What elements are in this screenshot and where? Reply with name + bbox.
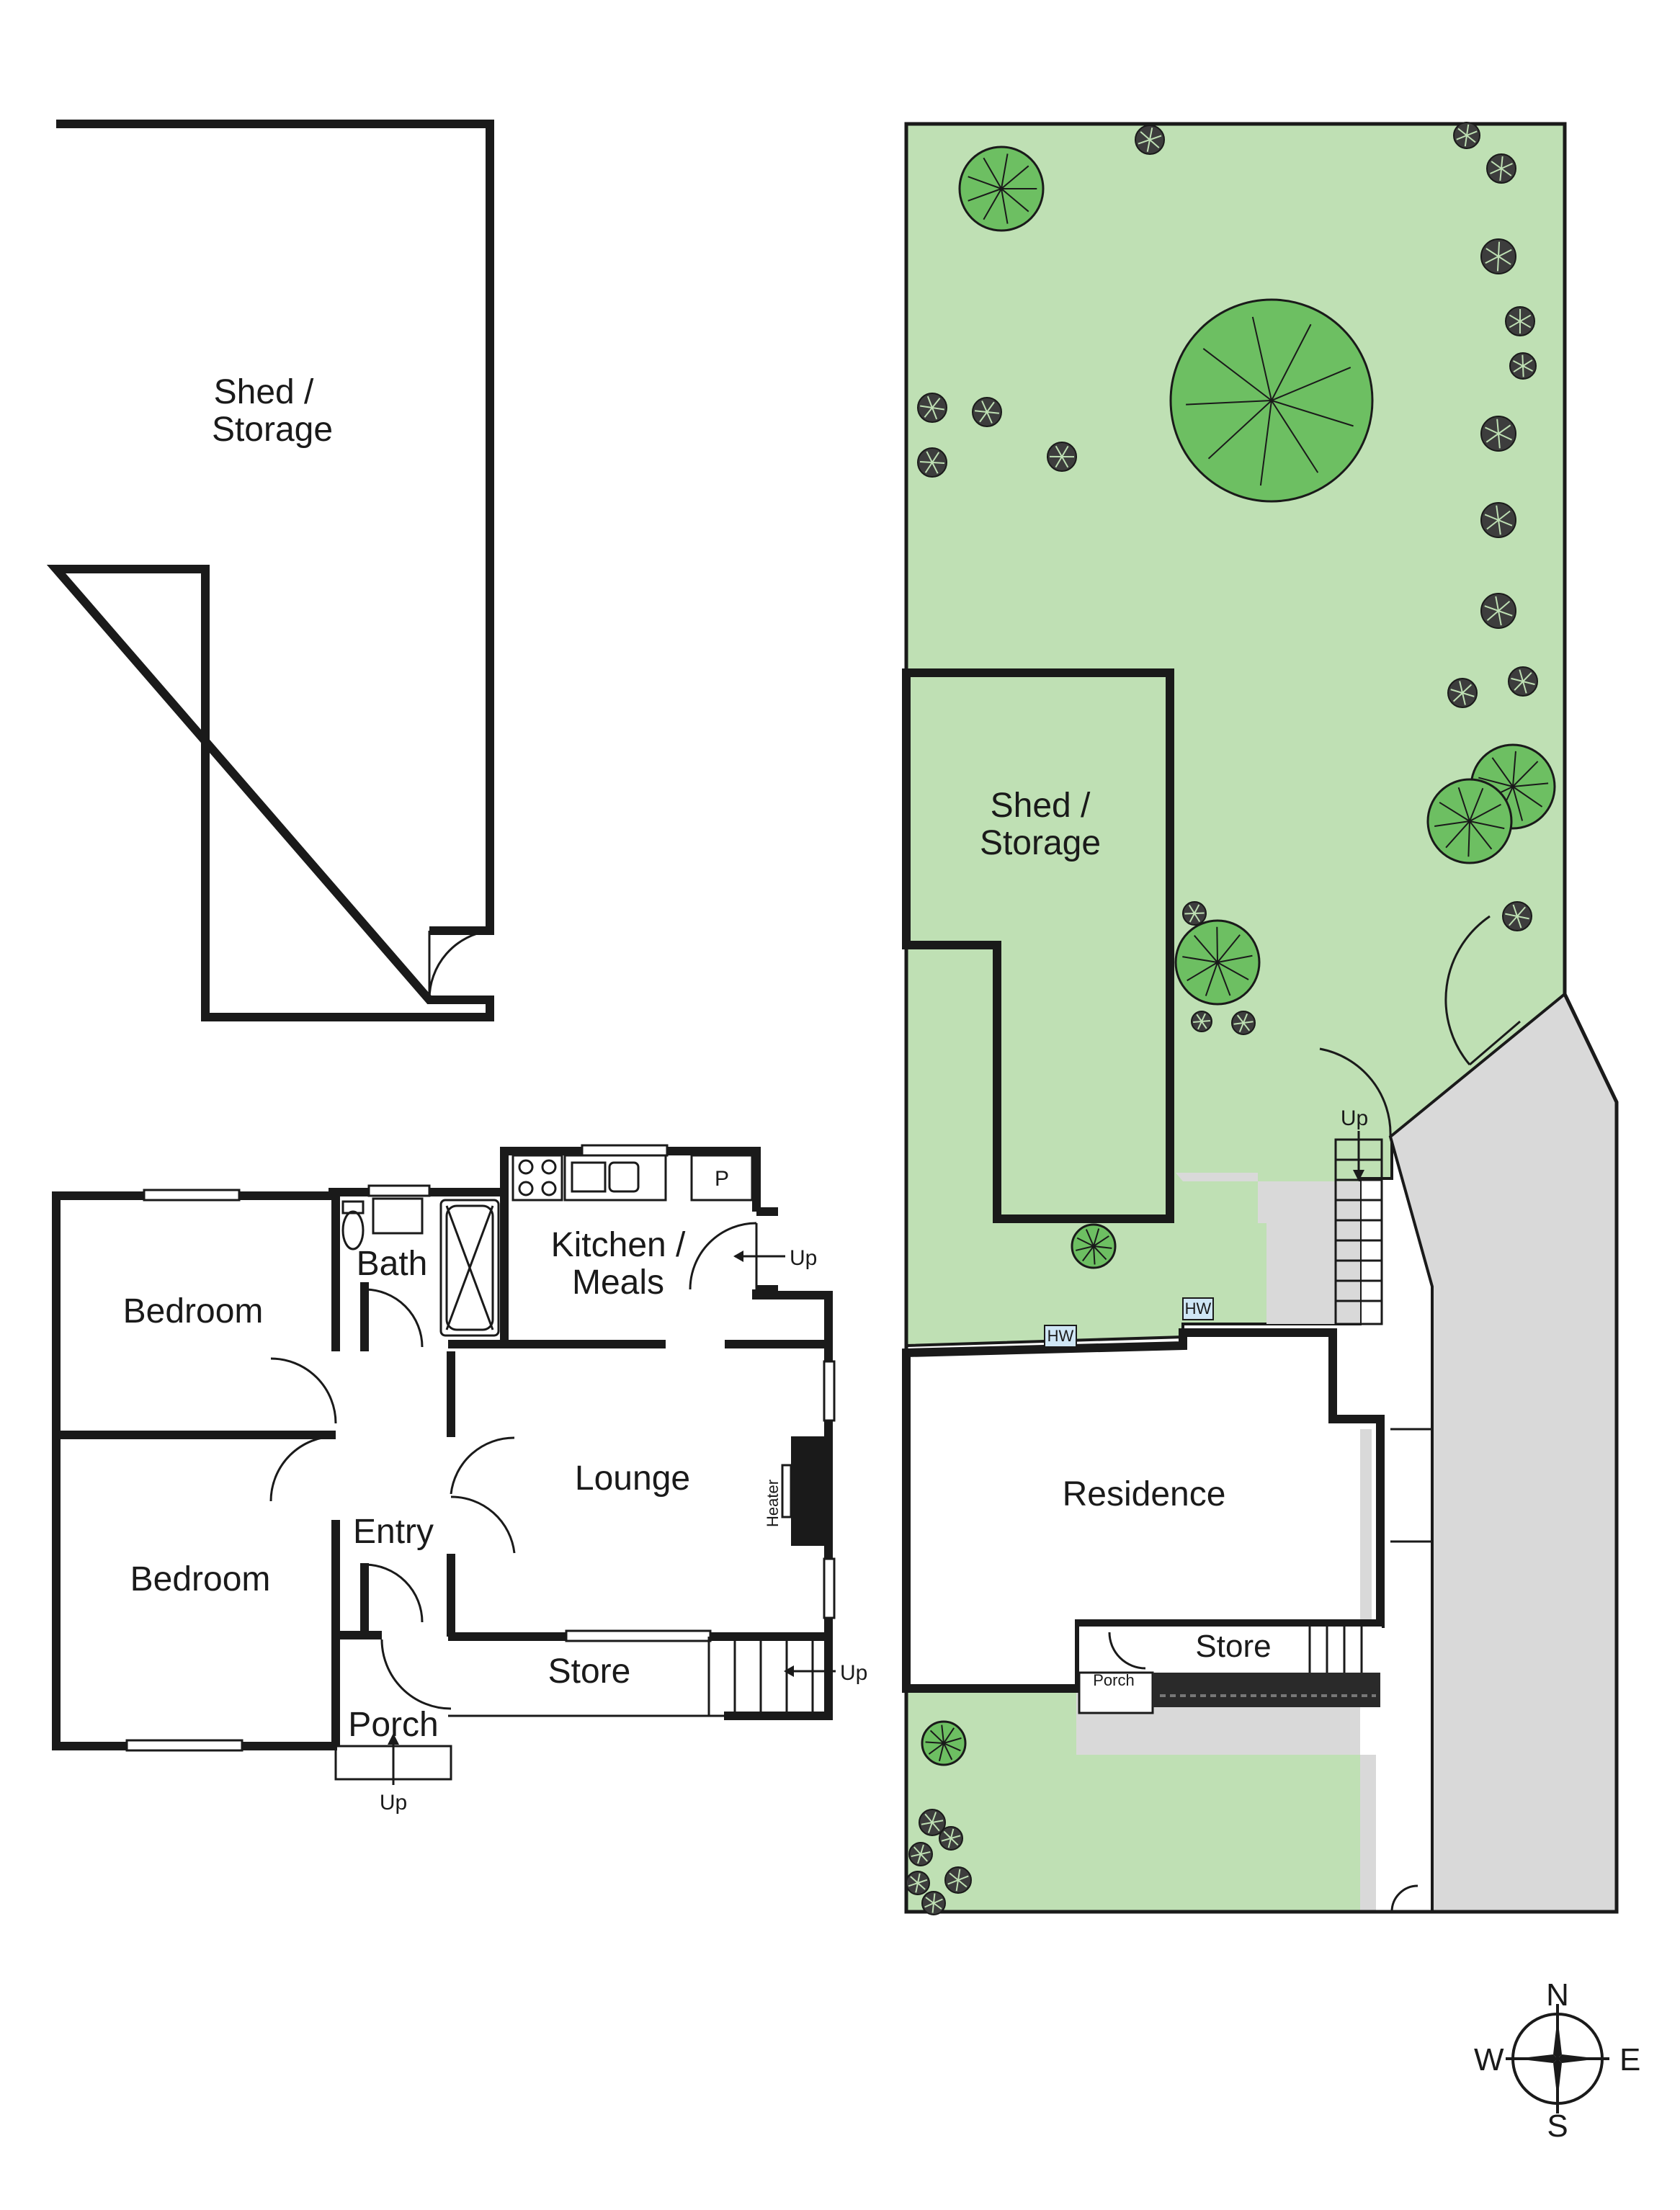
tree-icon — [1191, 1011, 1212, 1032]
tree-icon — [921, 1720, 967, 1766]
kitchen-cooktop — [511, 1154, 563, 1202]
tree-icon — [1135, 125, 1165, 155]
bedroom-top-label: Bedroom — [123, 1292, 264, 1330]
svg-text:Up: Up — [380, 1791, 407, 1815]
tree-icon — [1480, 238, 1516, 274]
toilet-icon — [341, 1200, 365, 1251]
shed-label-line1: Shed / — [214, 373, 314, 411]
svg-text:Up: Up — [1341, 1106, 1368, 1130]
shed-storage-plan: Shed / Storage — [46, 120, 494, 1021]
tree-icon — [1182, 901, 1207, 926]
tree-icon — [1174, 919, 1261, 1006]
tree-icon — [1480, 416, 1516, 452]
tree-icon — [939, 1826, 963, 1851]
tree-icon — [1426, 778, 1513, 864]
pantry-label: P — [715, 1167, 729, 1191]
lounge-label: Lounge — [575, 1459, 690, 1498]
kitchen-up-arrow: Up — [733, 1246, 817, 1270]
site-hedge-strip — [1153, 1673, 1380, 1707]
svg-text:HW: HW — [1047, 1327, 1074, 1345]
tree-icon — [1047, 442, 1077, 472]
site-porch-label: Porch — [1093, 1671, 1134, 1689]
compass-east: E — [1619, 2042, 1640, 2077]
svg-text:HW: HW — [1185, 1299, 1212, 1318]
tree-icon — [1447, 678, 1478, 708]
svg-text:Up: Up — [790, 1246, 817, 1270]
side-path-paving — [1076, 1173, 1376, 1912]
compass: N E S W — [1474, 1977, 1640, 2144]
tree-icon — [917, 393, 947, 423]
driveway-paving — [1388, 991, 1618, 1913]
hw-unit-1: HW — [1044, 1325, 1077, 1348]
kitchen-label-line1: Kitchen / — [551, 1226, 686, 1264]
tree-icon — [1508, 666, 1538, 697]
tree-icon — [1509, 352, 1537, 380]
bath-label: Bath — [357, 1245, 428, 1283]
tree-icon — [958, 146, 1045, 232]
bedroom-bottom-label: Bedroom — [130, 1560, 271, 1598]
site-store-stairs — [1308, 1627, 1363, 1673]
site-store-label: Store — [1195, 1629, 1271, 1664]
tree-icon — [917, 447, 947, 478]
tree-icon — [921, 1891, 946, 1915]
front-lawn-area — [906, 1691, 1376, 1912]
house-floor-plan: P Heater Up Up Up — [52, 1144, 867, 1815]
porch-up-arrow: Up — [380, 1733, 407, 1815]
garden-trees — [906, 122, 1556, 1915]
tree-icon — [908, 1842, 933, 1866]
heater-unit — [791, 1436, 824, 1546]
store-stairs — [707, 1637, 814, 1716]
site-shed-label-line1: Shed / — [991, 787, 1091, 825]
tree-icon — [906, 1871, 930, 1895]
entry-label: Entry — [353, 1513, 434, 1551]
tree-icon — [919, 1809, 946, 1836]
tree-icon — [1453, 122, 1480, 149]
tree-icon — [1480, 502, 1516, 538]
site-plan: Shed / Storage Residence Store Porch — [902, 122, 1619, 1915]
hw-unit-2: HW — [1182, 1297, 1214, 1320]
compass-west: W — [1474, 2042, 1504, 2077]
site-residence — [902, 1328, 1385, 1693]
compass-north: N — [1546, 1977, 1569, 2013]
porch-label: Porch — [348, 1706, 438, 1744]
tree-icon — [1480, 593, 1516, 629]
kitchen-label-line2: Meals — [572, 1263, 664, 1302]
tree-icon — [1502, 901, 1532, 931]
tree-icon — [1231, 1011, 1256, 1035]
tree-icon — [944, 1866, 972, 1894]
bathtub — [439, 1199, 500, 1337]
compass-south: S — [1547, 2108, 1568, 2144]
tree-icon — [1505, 306, 1535, 336]
store-label: Store — [548, 1652, 631, 1691]
tree-icon — [1486, 153, 1516, 184]
store-up-arrow: Up — [784, 1661, 867, 1685]
shed-label-line2: Storage — [212, 411, 333, 449]
svg-text:Up: Up — [840, 1661, 867, 1685]
basin — [372, 1197, 424, 1235]
pantry-box — [690, 1154, 754, 1202]
tree-icon — [1071, 1223, 1117, 1269]
kitchen-sink — [563, 1154, 667, 1202]
heater-label: Heater — [764, 1480, 782, 1527]
site-up-arrow: Up — [1341, 1106, 1368, 1181]
tree-icon — [972, 397, 1002, 427]
tree-icon — [1169, 298, 1374, 503]
site-shed-label-line2: Storage — [980, 824, 1101, 862]
residence-label: Residence — [1063, 1475, 1226, 1513]
site-shed — [902, 668, 1174, 1223]
